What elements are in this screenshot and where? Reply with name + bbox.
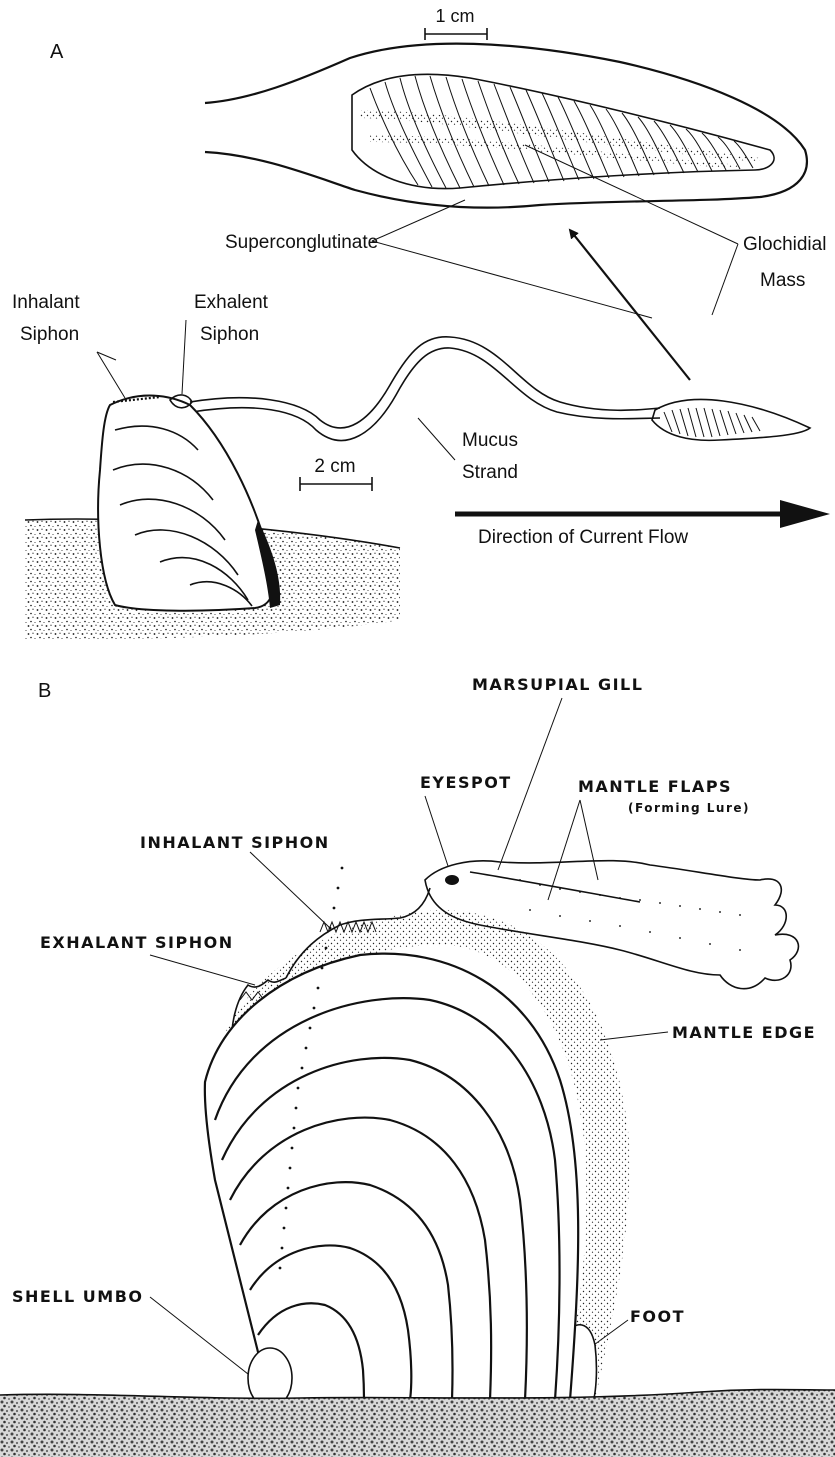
label-foot: FOOT xyxy=(630,1307,685,1326)
mantle-flaps xyxy=(425,861,798,989)
label-glochidial-2: Mass xyxy=(760,270,805,291)
label-marsupial-gill: MARSUPIAL GILL xyxy=(472,675,643,694)
panel-b-label: B xyxy=(38,680,51,702)
label-current-flow: Direction of Current Flow xyxy=(478,527,688,548)
scale-label-2cm: 2 cm xyxy=(314,456,355,477)
label-mucus-1: Mucus xyxy=(462,430,518,451)
panel-a: A 1 cm xyxy=(12,6,830,640)
label-exhalant-siphon: EXHALANT SIPHON xyxy=(40,933,234,952)
label-exhalent-2: Siphon xyxy=(200,324,259,345)
label-inhalant-siphon: INHALANT SIPHON xyxy=(140,833,330,852)
label-shell-umbo: SHELL UMBO xyxy=(12,1287,144,1306)
eyespot xyxy=(445,875,459,885)
label-inhalant-2: Siphon xyxy=(20,324,79,345)
label-superconglutinate: Superconglutinate xyxy=(225,232,378,253)
label-mantle-edge: MANTLE EDGE xyxy=(672,1023,816,1042)
gravel-substrate xyxy=(0,1390,835,1457)
label-eyespot: EYESPOT xyxy=(420,773,512,792)
scale-bar-1cm: 1 cm xyxy=(425,6,487,40)
release-arrow xyxy=(570,230,690,380)
scale-bar-2cm: 2 cm xyxy=(300,456,372,491)
panel-a-label: A xyxy=(50,41,64,63)
mucus-strand xyxy=(190,337,660,441)
label-forming-lure: (Forming Lure) xyxy=(628,801,750,815)
current-flow-arrow: Direction of Current Flow xyxy=(455,500,830,548)
superconglutinate-small xyxy=(652,400,810,441)
label-mucus-2: Strand xyxy=(462,462,518,483)
panel-b: B MARSUPIAL GILL EYESPOT MANTLE FLAPS (F… xyxy=(0,675,835,1457)
glochidial-mass-enlarged xyxy=(352,74,774,188)
superconglutinate-enlarged xyxy=(205,44,807,208)
mussel-a xyxy=(98,395,280,611)
label-inhalant-1: Inhalant xyxy=(12,292,80,313)
scale-label-1cm: 1 cm xyxy=(435,6,474,26)
label-exhalent-1: Exhalent xyxy=(194,292,269,313)
label-glochidial-1: Glochidial xyxy=(743,234,826,255)
label-mantle-flaps: MANTLE FLAPS xyxy=(578,777,732,796)
